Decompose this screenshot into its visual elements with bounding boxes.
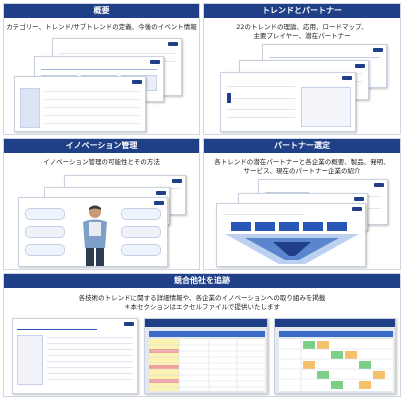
spreadsheet-thumbnail bbox=[274, 318, 396, 394]
panel-title: イノベーション管理 bbox=[4, 139, 199, 153]
brand-logo-icon bbox=[172, 179, 182, 183]
brand-logo-icon bbox=[342, 76, 352, 80]
panel-partner-selection: パートナー選定 各トレンドの潜在パートナーと各企業の概要、製品、発明、 サービス… bbox=[203, 138, 401, 270]
brand-logo-icon bbox=[154, 201, 164, 205]
panel-competitors: 競合他社を追跡 各技術のトレンドに関する詳細情報や、各企業のイノベーションへの取… bbox=[3, 273, 401, 397]
panel-title: 競合他社を追跡 bbox=[4, 274, 400, 288]
panel-overview: 概要 カテゴリー、トレンド/サブトレンドの定義、今後のイベント情報 bbox=[3, 3, 200, 135]
spreadsheet-grid-icon bbox=[149, 339, 265, 391]
panel-subtitle: イノベーション管理の可能性とその方法 bbox=[43, 158, 160, 166]
slide-thumbnail bbox=[14, 76, 146, 132]
panel-subtitle-line-1: 各技術のトレンドに関する詳細情報や、各企業のイノベーションへの取り組みを掲載 bbox=[78, 294, 326, 302]
panel-subtitle-line-2: 主要プレイヤー、潜在パートナー bbox=[253, 32, 351, 40]
brand-logo-icon bbox=[355, 64, 365, 68]
panel-title: トレンドとパートナー bbox=[204, 4, 400, 18]
brand-logo-icon bbox=[354, 197, 364, 201]
slide-thumbnail bbox=[216, 203, 366, 267]
brand-logo-icon bbox=[374, 183, 384, 187]
panel-subtitle-line-1: 22のトレンドの理論、応用、ロードマップ、 bbox=[236, 23, 368, 31]
spreadsheet-grid-icon bbox=[279, 339, 393, 391]
brand-logo-icon bbox=[124, 322, 134, 326]
spreadsheet-thumbnail bbox=[144, 318, 268, 394]
slide-thumbnail bbox=[18, 197, 168, 267]
panel-trends-partners: トレンドとパートナー 22のトレンドの理論、応用、ロードマップ、 主要プレイヤー… bbox=[203, 3, 401, 135]
brand-logo-icon bbox=[132, 80, 142, 84]
panel-subtitle-line-2: サービス、現在のパートナー企業の紹介 bbox=[243, 167, 361, 175]
panel-subtitle-line-1: 各トレンドの潜在パートナーと各企業の概要、製品、発明、 bbox=[214, 158, 390, 166]
brand-logo-icon bbox=[373, 48, 383, 52]
panel-subtitle: カテゴリー、トレンド/サブトレンドの定義、今後のイベント情報 bbox=[6, 23, 197, 31]
panel-title: パートナー選定 bbox=[204, 139, 400, 153]
report-page-thumbnail bbox=[12, 318, 138, 394]
panel-title: 概要 bbox=[4, 4, 199, 18]
slide-thumbnail bbox=[220, 72, 356, 132]
brand-logo-icon bbox=[352, 207, 362, 211]
partner-funnel-icon bbox=[225, 234, 359, 264]
brand-logo-icon bbox=[156, 191, 166, 195]
panel-innovation: イノベーション管理 イノベーション管理の可能性とその方法 bbox=[3, 138, 200, 270]
brand-logo-icon bbox=[150, 60, 160, 64]
panel-subtitle-line-2: ＊本セクションはエクセルファイルで提供いたします bbox=[124, 303, 280, 311]
person-illustration-icon bbox=[83, 205, 107, 266]
brand-logo-icon bbox=[168, 42, 178, 46]
